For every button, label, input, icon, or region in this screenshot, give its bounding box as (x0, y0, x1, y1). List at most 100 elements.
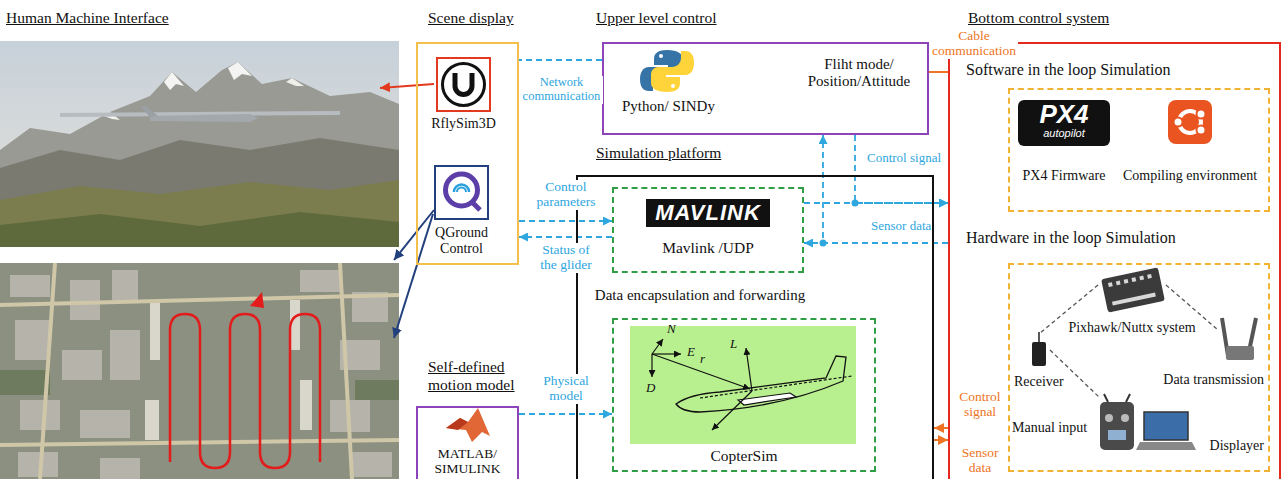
signal-list: Fliht mode/ Position/Attitude (800, 56, 918, 91)
landscape-image (0, 41, 399, 247)
display-arrow (380, 84, 434, 338)
tool-name: MATLAB/ SIMULINK (416, 446, 519, 476)
simulation-box: Hardware in the loop SimulationPixhawk/N… (1008, 263, 1270, 472)
map-image (20, 400, 60, 430)
logo-text: MAVLINK (646, 199, 770, 227)
glider-drawing (652, 353, 681, 354)
display-arrow (380, 84, 434, 88)
app-icon-box: RflySim3D (436, 57, 491, 112)
landscape-image (286, 78, 304, 86)
px4-logo (1018, 100, 1110, 146)
glider-drawing (630, 326, 856, 444)
glider-drawing (651, 354, 652, 377)
device-name: Manual input (1012, 420, 1087, 436)
qgc-logo (446, 174, 481, 210)
map-image (10, 275, 50, 297)
map-image (110, 330, 140, 380)
junction-dot (820, 200, 859, 247)
data-connector (519, 59, 602, 61)
subsection-heading: Hardware in the loop Simulation (966, 229, 1176, 247)
icon-caption: QGround Control (426, 225, 497, 257)
matlab-logo (446, 408, 490, 442)
glider-symbol: N (667, 322, 676, 336)
qgc-logo (454, 185, 469, 192)
landscape-image (228, 62, 252, 80)
remote-controller (1108, 430, 1126, 440)
map-image (70, 280, 100, 320)
glider-symbol: L (730, 337, 737, 351)
connector-label: Control signal (952, 390, 1008, 420)
map-image (0, 263, 399, 479)
unreal-logo (455, 73, 472, 95)
receiver-device (1038, 332, 1040, 342)
data-connector (519, 236, 612, 238)
app-icon-box: QGround Control (434, 165, 489, 220)
radio-antenna (1222, 318, 1256, 360)
radio-antenna (1226, 346, 1254, 360)
module-caption: Data encapsulation and forwarding (595, 287, 805, 304)
cable-connector (929, 71, 948, 73)
map-image (352, 452, 392, 477)
software-name: Compiling environment (1123, 168, 1257, 184)
remote-controller (1100, 394, 1134, 450)
connector-label: Cable communication (930, 29, 1018, 59)
python-logo (671, 84, 675, 88)
module-box: MAVLINKMavlink /UDPData encapsulation an… (612, 187, 804, 273)
map-image (0, 263, 399, 479)
python-logo (640, 50, 694, 92)
map-image (112, 270, 138, 300)
software-name: PX4 Firmware (1023, 168, 1106, 184)
ubuntu-logo (1168, 100, 1212, 144)
laptop-display (1136, 442, 1196, 450)
connector-label: Control parameters (525, 180, 607, 210)
pixhawk-board (1131, 277, 1136, 282)
ubuntu-logo (1168, 100, 1212, 144)
python-logo (659, 54, 663, 58)
qgc-logo (471, 201, 480, 210)
device-name: Displayer (1210, 438, 1264, 454)
cable-connector (934, 439, 948, 441)
map-image (0, 295, 399, 305)
section-heading: Human Machine Interface (6, 9, 169, 26)
cable-connector (934, 427, 948, 429)
module-name: Mavlink /UDP (612, 239, 804, 257)
glider-drawing (738, 393, 796, 405)
python-logo (651, 51, 694, 92)
map-image (170, 314, 320, 468)
connector-label: Control signal (866, 151, 942, 165)
map-image (40, 263, 55, 479)
connector-label: Status of the glider (534, 243, 598, 273)
map-image (250, 292, 264, 308)
map-image (150, 300, 160, 360)
glider-symbol: D (646, 381, 655, 395)
ubuntu-logo (1197, 126, 1206, 135)
landscape-image (0, 180, 399, 247)
landscape-image (0, 41, 399, 247)
data-connector (823, 135, 948, 243)
matlab-logo (446, 418, 468, 430)
control-box: Upper level controlPython/ SINDyFliht mo… (602, 42, 929, 135)
pixhawk-board (1101, 267, 1165, 312)
matlab-logo (446, 408, 490, 442)
map-image (340, 263, 352, 479)
section-heading: Self-defined motion model (428, 358, 528, 394)
laptop-display (1144, 412, 1188, 440)
pixhawk-board (1112, 292, 1156, 305)
data-connector (519, 220, 612, 222)
connector-label: Physical model (534, 374, 598, 404)
connector-label: Sensor data (870, 219, 932, 233)
pixhawk-board (1101, 267, 1165, 312)
glider-drawing (700, 376, 852, 398)
glider-drawing (712, 391, 752, 430)
px4-logo (1018, 100, 1110, 146)
remote-controller (1100, 402, 1134, 450)
glider-drawing (652, 339, 663, 354)
landscape-image (150, 114, 258, 122)
data-connector (804, 202, 948, 204)
remote-controller (1126, 394, 1130, 402)
logo-text: PX4 (1018, 101, 1110, 127)
pixhawk-board (1139, 276, 1144, 281)
section-heading: Scene display (428, 9, 514, 27)
remote-controller (1105, 414, 1113, 422)
